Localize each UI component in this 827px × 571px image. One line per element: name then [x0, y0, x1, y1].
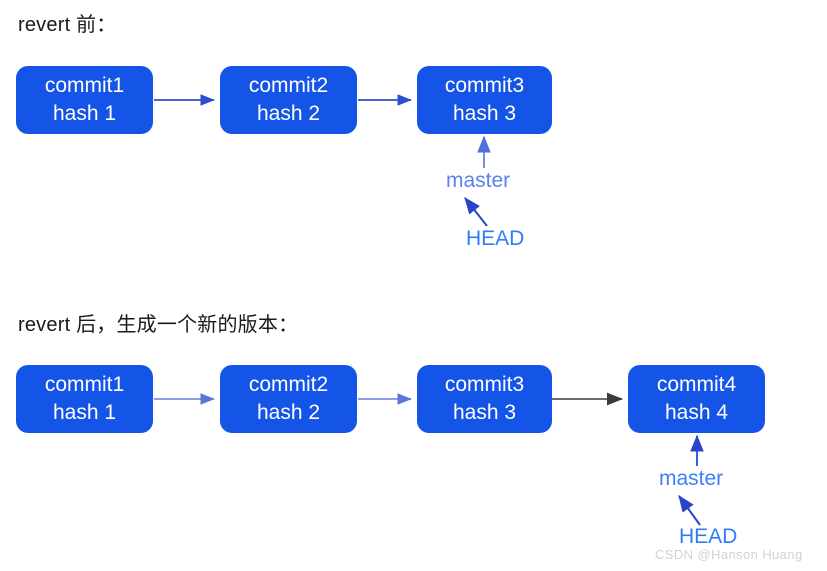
commit-node-c2-before[interactable]: commit2 hash 2 [220, 66, 357, 134]
commit-node-label-line1: commit2 [248, 74, 329, 98]
section-title-before-revert: revert 前： [18, 14, 117, 36]
commit-node-c3-after[interactable]: commit3 hash 3 [417, 365, 552, 433]
commit-node-c1-before[interactable]: commit1 hash 1 [16, 66, 153, 134]
commit-node-label-line1: commit1 [44, 74, 125, 98]
commit-node-label-line2: hash 1 [52, 102, 117, 125]
commit-node-label-line1: commit3 [444, 74, 525, 98]
commit-node-label-line2: hash 3 [452, 102, 517, 125]
csdn-watermark: CSDN @Hanson Huang [655, 547, 803, 562]
commit-node-label-line1: commit1 [44, 373, 125, 397]
commit-node-label-line2: hash 4 [664, 401, 729, 424]
edge-head-to-master-top [464, 197, 488, 227]
commit-node-c3-before[interactable]: commit3 hash 3 [417, 66, 552, 134]
commit-node-label-line1: commit2 [248, 373, 329, 397]
commit-node-label-line2: hash 2 [256, 401, 321, 424]
commit-node-c4-after[interactable]: commit4 hash 4 [628, 365, 765, 433]
ref-label-master-after[interactable]: master [659, 467, 724, 490]
commit-node-label-line1: commit3 [444, 373, 525, 397]
commit-node-c1-after[interactable]: commit1 hash 1 [16, 365, 153, 433]
ref-label-master-before[interactable]: master [446, 169, 511, 192]
commit-node-c2-after[interactable]: commit2 hash 2 [220, 365, 357, 433]
edge-head-to-master-bottom [678, 495, 701, 526]
ref-label-head-before[interactable]: HEAD [466, 227, 525, 250]
commit-node-label-line2: hash 1 [52, 401, 117, 424]
commit-node-label-line1: commit4 [656, 373, 737, 397]
commit-node-label-line2: hash 3 [452, 401, 517, 424]
section-title-after-revert: revert 后，生成一个新的版本： [18, 314, 299, 336]
commit-node-label-line2: hash 2 [256, 102, 321, 125]
ref-label-head-after[interactable]: HEAD [679, 525, 738, 548]
